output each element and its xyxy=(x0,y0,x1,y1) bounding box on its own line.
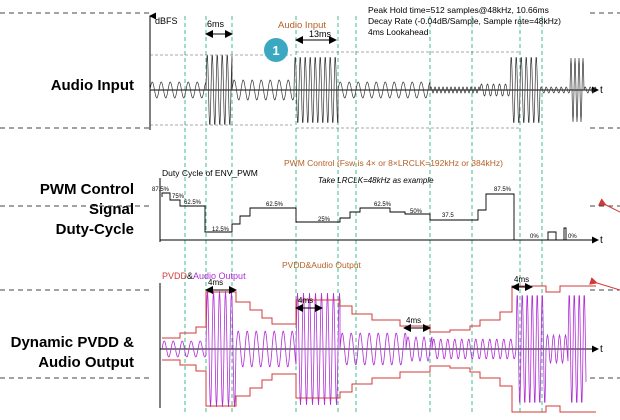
top-panel: dBFS t 6ms 13ms Audio Input 1 Peak Hold … xyxy=(149,5,603,130)
audio-input-waveform xyxy=(149,55,597,125)
bot-dim-label: 4ms xyxy=(406,316,421,325)
section-label-pwm-line2: Signal xyxy=(88,201,134,218)
step-badge-number: 1 xyxy=(272,43,279,58)
top-ylabel: dBFS xyxy=(155,16,178,26)
bot-dim-label: 4ms xyxy=(298,296,313,305)
note-lookahead: 4ms Lookahead xyxy=(368,27,429,37)
pwm-duty-trace xyxy=(161,192,596,241)
section-separators xyxy=(0,12,620,379)
pwm-level-labels: 87.5%75%62.5%12.5%62.5%25%62.5%50%37.587… xyxy=(152,187,577,240)
pwm-level-label: 62.5% xyxy=(184,200,202,206)
pvdd-lower-rail xyxy=(162,359,596,413)
top-axis-t: t xyxy=(600,85,603,96)
pwm-level-label: 75% xyxy=(172,194,185,200)
pwm-level-label: 87.5% xyxy=(152,187,170,193)
section-label-audio-input: Audio Input xyxy=(10,76,134,96)
audio-output-waveform xyxy=(161,290,587,408)
pwm-level-label: 25% xyxy=(318,217,331,223)
pwm-level-label: 50% xyxy=(410,209,423,215)
bot-legend: PVDD&Audio Output xyxy=(162,271,246,281)
note-decay-rate: Decay Rate (-0.04dB/Sample, Sample rate=… xyxy=(368,16,561,26)
pwm-level-label: 0% xyxy=(568,234,577,240)
bot-title: PVDD&Audio Output xyxy=(282,260,362,270)
section-label-pwm: PWM Control Signal Duty-Cycle xyxy=(10,180,134,240)
bot-dimensions: 4ms 4ms 4ms 4ms xyxy=(205,275,533,332)
pwm-level-label: 87.5% xyxy=(494,187,512,193)
section-label-pwm-line3: Duty-Cycle xyxy=(55,221,134,238)
note-peak-hold: Peak Hold time=512 samples@48kHz, 10.66m… xyxy=(368,5,549,15)
top-title: Audio Input xyxy=(278,20,326,31)
pwm-level-label: 37.5 xyxy=(442,213,454,219)
mid-axis-t: t xyxy=(600,235,603,246)
pwm-level-label: 62.5% xyxy=(374,202,392,208)
dim-6ms: 6ms xyxy=(207,19,225,29)
section-label-audio-input-text: Audio Input xyxy=(50,77,134,94)
section-label-dynamic-line2: Audio Output xyxy=(38,354,134,371)
guide-lines xyxy=(184,16,543,412)
mid-ylabel: Duty Cycle of ENV_PWM xyxy=(162,168,258,178)
section-label-pwm-line1: PWM Control xyxy=(39,181,134,198)
dim-13ms: 13ms xyxy=(309,29,332,39)
step-badge xyxy=(264,38,288,62)
section-label-dynamic-line1: Dynamic PVDD & xyxy=(10,334,134,351)
pwm-level-label: 12.5% xyxy=(212,227,230,233)
pwm-level-label: 62.5% xyxy=(266,202,284,208)
pwm-level-label: 0% xyxy=(530,234,539,240)
mid-title: PWM Control (Fsw is 4× or 8×LRCLK=192kHz… xyxy=(284,158,503,168)
red-arrow-mid xyxy=(597,198,620,213)
legend-audio: Audio Output xyxy=(193,271,246,281)
bot-dim-label: 4ms xyxy=(514,275,529,284)
amplitude-envelope xyxy=(150,51,520,129)
red-arrow-bot xyxy=(589,277,620,291)
section-label-dynamic: Dynamic PVDD & Audio Output xyxy=(0,333,134,373)
legend-pvdd: PVDD xyxy=(162,271,188,281)
bot-dim-label: 4ms xyxy=(208,278,223,287)
mid-panel: t Duty Cycle of ENV_PWM PWM Control (Fsw… xyxy=(152,158,603,246)
legend-amp: & xyxy=(187,271,193,281)
mid-subtitle: Take LRCLK=48kHz as example xyxy=(318,176,434,185)
bottom-panel: t PVDD&Audio Output PVDD&Audio Output 4m… xyxy=(159,260,603,413)
bot-axis-t: t xyxy=(600,344,603,355)
